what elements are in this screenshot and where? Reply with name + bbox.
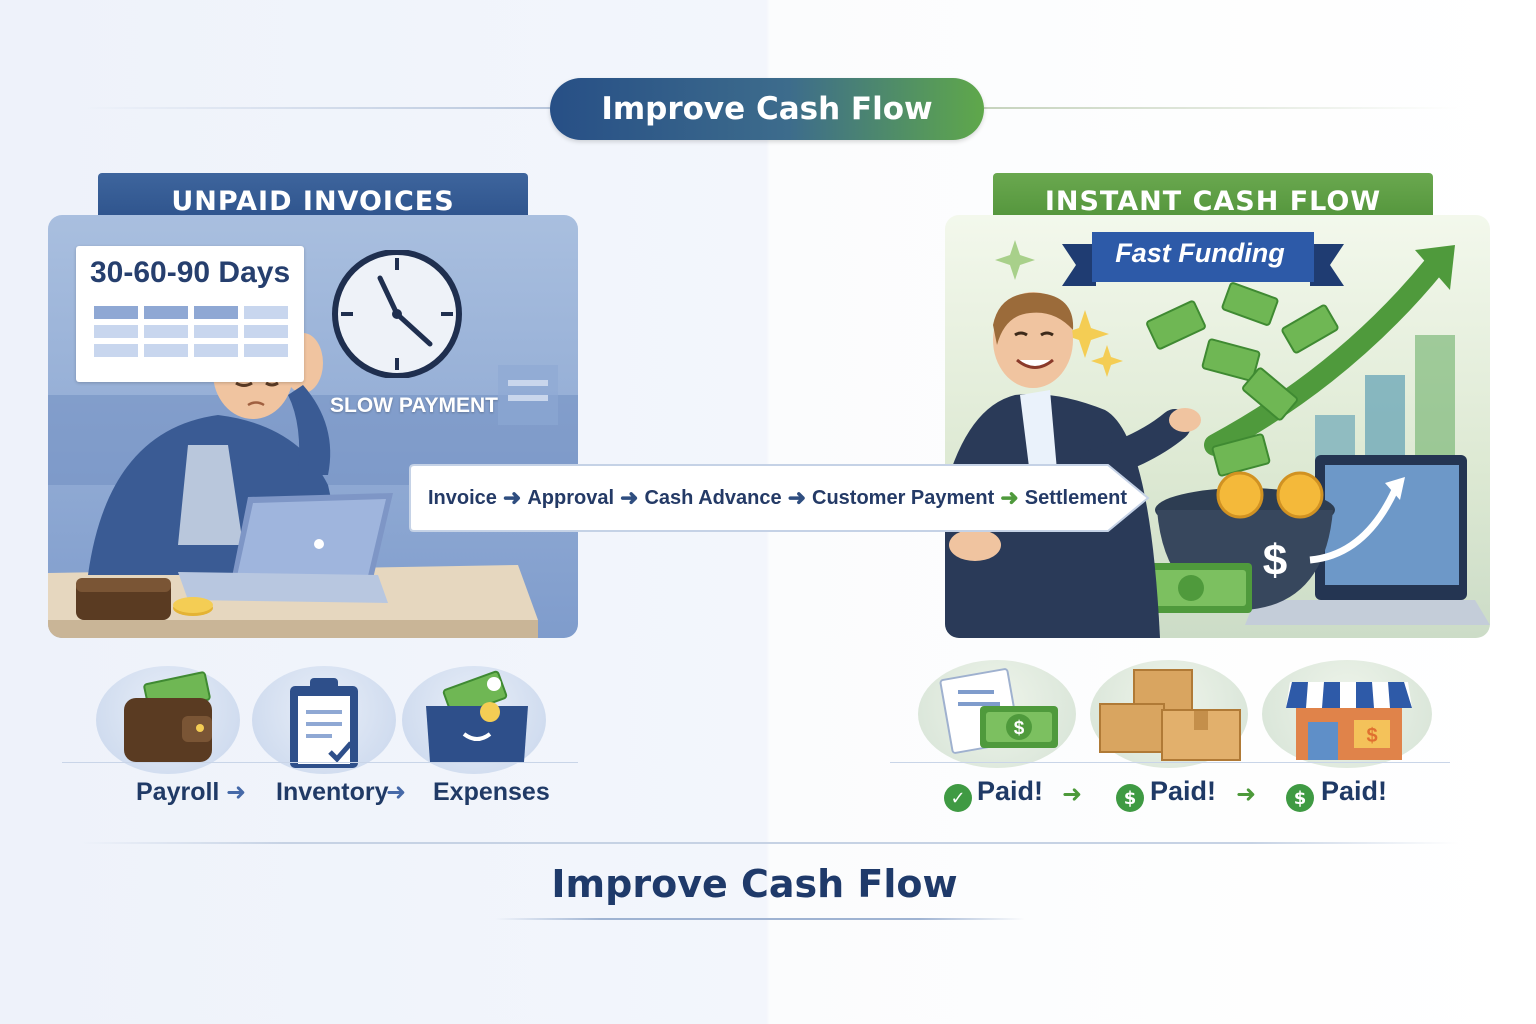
step-approval: Approval [527,486,615,509]
money-pouch-icon-circle [402,666,546,774]
calendar-days-text: 30-60-90 Days [90,256,291,289]
money-pouch-icon [426,670,528,762]
dollar-coin-icon: $ [1286,784,1314,812]
footer-title: Improve Cash Flow [551,862,958,906]
paid-label-1: Paid! [977,776,1044,806]
arrow-right-icon: ➜ [226,778,247,806]
happy-businessman-illustration: $ [945,240,1490,638]
flow-inventory: Inventory [276,778,389,806]
flow-expenses: Expenses [433,778,550,806]
fast-funding-ribbon [1062,232,1344,286]
dollar-sign-icon: $ [1263,536,1287,585]
header-divider-left [78,107,550,109]
slow-payment-caption: SLOW PAYMENT [330,394,499,417]
check-icon: ✓ [944,784,972,812]
right-icons-baseline [890,762,1450,763]
arrow-right-icon: ➜ [787,485,807,510]
boxes-icon-circle [1090,660,1248,768]
clock-icon [332,250,462,378]
step-invoice: Invoice [428,486,497,509]
process-steps: Invoice ➜ Approval ➜ Cash Advance ➜ Cust… [428,478,1138,518]
step-settlement: Settlement [1024,486,1127,509]
wallet-icon [124,671,212,762]
left-icons-baseline [62,762,578,763]
arrow-right-icon: ➜ [620,485,639,510]
boxes-icon [1099,669,1241,761]
svg-text:$: $ [1014,718,1025,739]
storefront-icon-circle: $ [1262,660,1432,768]
calendar-grid [94,306,288,357]
flow-payroll: Payroll [136,778,220,806]
instant-cash-flow-scene: $ [945,215,1490,638]
arrow-right-icon: ➜ [1236,780,1257,808]
arrow-right-icon: ➜ [1062,780,1083,808]
arrow-right-icon: ➜ [502,485,522,510]
svg-text:$: $ [1366,725,1377,747]
invoice-cash-icon: $ [939,668,1058,754]
fast-funding-label: Fast Funding [1115,238,1285,268]
paid-label-2: Paid! [1150,776,1217,806]
process-arrow-bar [409,464,1150,532]
header-title-pill: Improve Cash Flow [550,78,984,140]
wallet-icon-circle [96,666,240,774]
storefront-icon: $ [1286,682,1412,760]
clipboard-icon-circle [252,666,396,774]
calendar-card: 30-60-90 Days [76,246,304,382]
step-customer-payment: Customer Payment [812,486,995,509]
footer-divider [78,842,1458,844]
clipboard-icon [290,678,358,768]
arrow-right-icon: ➜ [386,778,407,806]
paid-label-3: Paid! [1321,776,1388,806]
footer-underline [495,918,1025,920]
invoice-cash-icon-circle: $ [918,660,1076,768]
dollar-coin-icon: $ [1116,784,1144,812]
arrow-right-icon: ➜ [1000,485,1019,510]
step-cash-advance: Cash Advance [644,486,782,509]
header-divider-right [984,107,1458,109]
